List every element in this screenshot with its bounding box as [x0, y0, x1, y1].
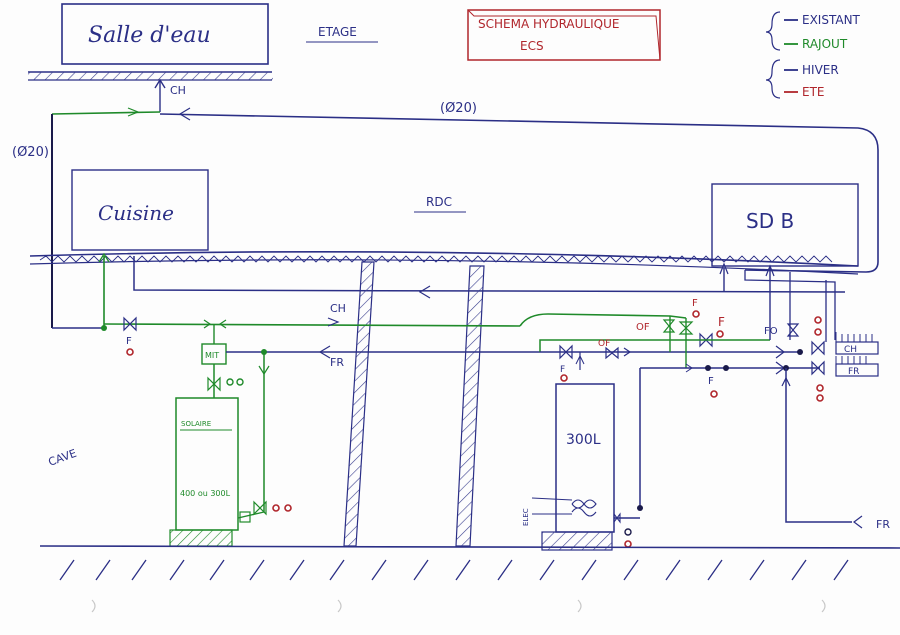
fr-label: FR	[330, 356, 344, 369]
heating-coil	[571, 499, 597, 517]
ch-label: CH	[330, 302, 346, 315]
valve-left	[123, 316, 137, 332]
sdb-label: SD B	[746, 209, 794, 233]
solaire-label: SOLAIRE	[181, 420, 211, 428]
rajout-top-pipe	[51, 111, 161, 115]
ch-box-label: CH	[844, 345, 857, 355]
f-right-bottom: F	[708, 376, 714, 387]
wall-right	[455, 265, 485, 547]
legend-rajout: RAJOUT	[802, 37, 848, 51]
f-left-label: F	[126, 336, 132, 347]
tank-300l	[555, 383, 615, 533]
f-mid-label: F	[560, 365, 565, 375]
solar-capacity-label: 400 ou 300L	[180, 489, 231, 498]
return-pipe	[133, 256, 846, 293]
solar-base	[169, 529, 233, 547]
cuisine-label: Cuisine	[98, 201, 174, 225]
title-box	[467, 9, 661, 61]
cave-label: CAVE	[47, 447, 79, 469]
etage-floor-hatch	[28, 72, 273, 80]
mit-label: MIT	[205, 351, 219, 360]
solar-tank	[175, 397, 239, 531]
fr-right-label: FR	[876, 518, 890, 531]
rdc-floor	[29, 250, 859, 267]
cuisine-box	[71, 169, 209, 251]
diameter-left-label: (Ø20)	[12, 145, 49, 160]
legend-ete: ETE	[802, 85, 825, 99]
legend: EXISTANT RAJOUT HIVER ETE	[765, 11, 861, 99]
valve-mid-1	[559, 344, 573, 360]
fo-label: FO	[764, 326, 778, 337]
rdc-label: RDC	[426, 195, 452, 209]
title-line2: ECS	[520, 39, 544, 53]
title-line1: SCHEMA HYDRAULIQUE	[478, 17, 619, 31]
rdc-floor-zigzag	[39, 255, 833, 263]
wall-left	[343, 261, 375, 547]
salle-eau-box	[61, 3, 269, 65]
salle-eau-label: Salle d'eau	[88, 23, 211, 48]
top-loop-pipe	[159, 113, 879, 273]
diameter-top-label: (Ø20)	[440, 101, 477, 116]
tank-base	[541, 531, 613, 551]
elec-label: ELEC	[522, 508, 530, 526]
legend-hiver: HIVER	[802, 63, 839, 77]
f-red-top-label: F	[692, 298, 698, 309]
sdb-box	[711, 183, 859, 267]
cave-ground	[39, 545, 900, 549]
of-label: OF	[636, 322, 650, 333]
f-right-label: F	[718, 315, 725, 329]
fr-terminal	[835, 363, 879, 377]
floor-etage-label: ETAGE	[318, 25, 357, 39]
tank-300-label: 300L	[566, 432, 601, 448]
ch-top-label: CH	[170, 84, 186, 97]
of-small-label: OF	[598, 339, 610, 349]
fr-box-label: FR	[848, 367, 859, 377]
legend-existant: EXISTANT	[802, 13, 861, 27]
ch-terminal	[835, 341, 879, 355]
